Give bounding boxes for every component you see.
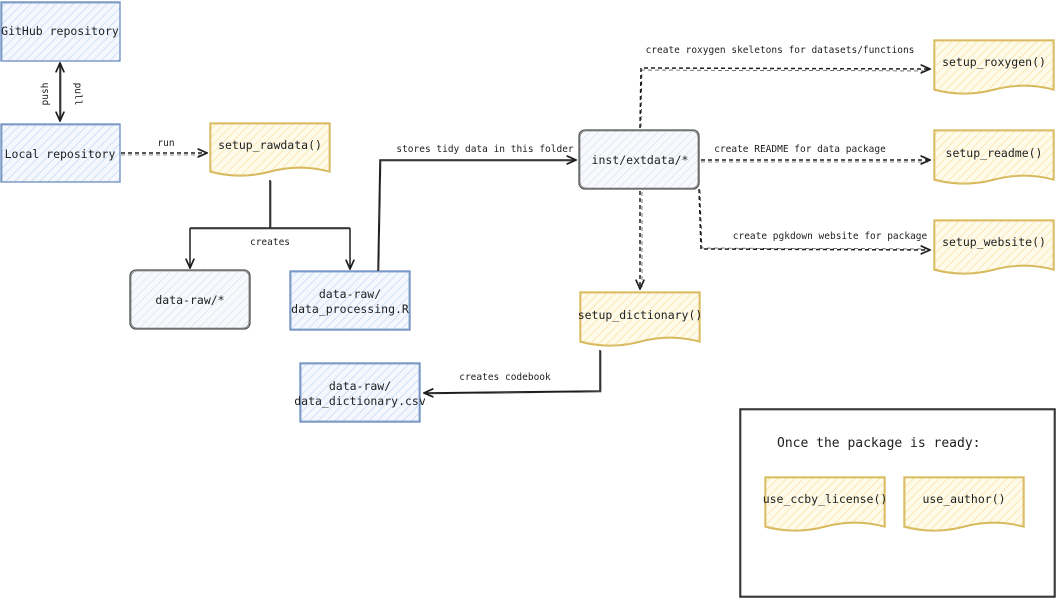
setup-readme-node: setup_readme()	[933, 129, 1055, 185]
data-processing-node: data-raw/ data_processing.R	[289, 270, 411, 331]
dictionary-edge	[640, 191, 642, 289]
use-author-label: use_author()	[922, 492, 1005, 506]
run-label: run	[157, 138, 174, 149]
setup-dictionary-node: setup_dictionary()	[578, 291, 703, 347]
push-label: push	[40, 83, 51, 106]
readme-edge: create README for data package	[701, 144, 930, 162]
roxygen-edge: create roxygen skeletons for datasets/fu…	[639, 45, 930, 129]
run-edge: run	[121, 138, 207, 155]
setup-rawdata-node: setup_rawdata()	[209, 122, 331, 177]
roxygen-label: create roxygen skeletons for datasets/fu…	[646, 45, 915, 56]
creates-label: creates	[250, 237, 290, 248]
setup-website-label: setup_website()	[942, 235, 1046, 249]
use-ccby-license-label: use_ccby_license()	[763, 492, 888, 506]
website-label: create pgkdown website for package	[733, 231, 928, 242]
local-repository-node: Local repository	[0, 123, 121, 183]
data-dictionary-label-line2: data_dictionary.csv	[294, 394, 426, 408]
inst-extdata-node: inst/extdata/*	[578, 129, 700, 190]
setup-rawdata-label: setup_rawdata()	[218, 138, 322, 152]
package-ready-title: Once the package is ready:	[777, 436, 981, 451]
data-processing-label-line2: data_processing.R	[291, 302, 409, 316]
use-ccby-license-node: use_ccby_license()	[763, 476, 888, 532]
data-dictionary-node: data-raw/ data_dictionary.csv	[294, 362, 426, 423]
setup-readme-label: setup_readme()	[946, 146, 1043, 160]
pull-label: pull	[72, 83, 83, 106]
creates-edge: creates	[190, 180, 350, 269]
github-repository-label: GitHub repository	[1, 24, 119, 38]
setup-roxygen-node: setup_roxygen()	[933, 39, 1055, 95]
data-processing-label-line1: data-raw/	[319, 287, 381, 301]
setup-roxygen-label: setup_roxygen()	[942, 55, 1046, 69]
codebook-edge: creates codebook	[424, 350, 602, 394]
local-repository-label: Local repository	[5, 147, 116, 161]
use-author-node: use_author()	[903, 476, 1025, 532]
codebook-label: creates codebook	[459, 372, 551, 383]
setup-website-node: setup_website()	[933, 219, 1055, 275]
github-repository-node: GitHub repository	[0, 1, 121, 62]
stores-label: stores tidy data in this folder	[396, 144, 574, 155]
readme-label: create README for data package	[714, 144, 886, 155]
stores-edge: stores tidy data in this folder	[377, 144, 576, 272]
data-dictionary-label-line1: data-raw/	[329, 379, 391, 393]
data-raw-node: data-raw/*	[129, 269, 251, 330]
website-edge: create pgkdown website for package	[698, 188, 930, 250]
data-raw-label: data-raw/*	[155, 293, 224, 307]
inst-extdata-label: inst/extdata/*	[592, 153, 689, 167]
push-pull-edge: push pull	[40, 63, 83, 121]
setup-dictionary-label: setup_dictionary()	[578, 308, 703, 322]
